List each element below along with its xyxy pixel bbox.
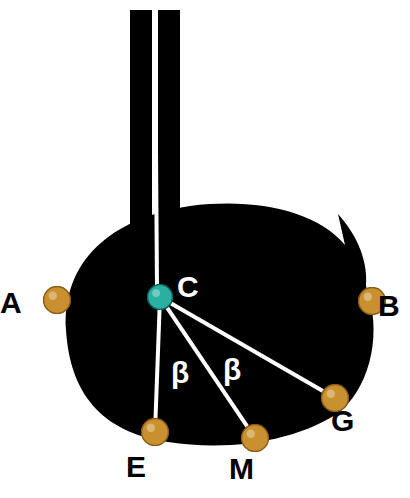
- rod-line: [171, 303, 323, 391]
- ball-shape: [141, 418, 169, 446]
- point-label: C: [177, 272, 199, 302]
- ball: E: [141, 418, 169, 446]
- point-label: G: [331, 406, 354, 436]
- ball-shape: [43, 286, 71, 314]
- ball: B: [358, 287, 386, 315]
- ball: G: [321, 384, 349, 412]
- angle-label: β: [222, 355, 242, 385]
- tube-wall: [158, 10, 180, 260]
- rod-line: [156, 310, 160, 418]
- point-label: E: [126, 452, 146, 482]
- point-label: A: [0, 288, 22, 318]
- point-label: M: [229, 454, 254, 484]
- ball-shape: [241, 424, 269, 452]
- string: [155, 10, 157, 290]
- point-label: B: [378, 291, 400, 321]
- dark-body: [66, 204, 374, 446]
- ball: A: [43, 286, 71, 314]
- ball: M: [241, 424, 269, 452]
- ball: C: [147, 284, 173, 310]
- angle-label: β: [170, 358, 190, 388]
- ball-shape: [147, 284, 173, 310]
- tube-wall: [130, 10, 152, 260]
